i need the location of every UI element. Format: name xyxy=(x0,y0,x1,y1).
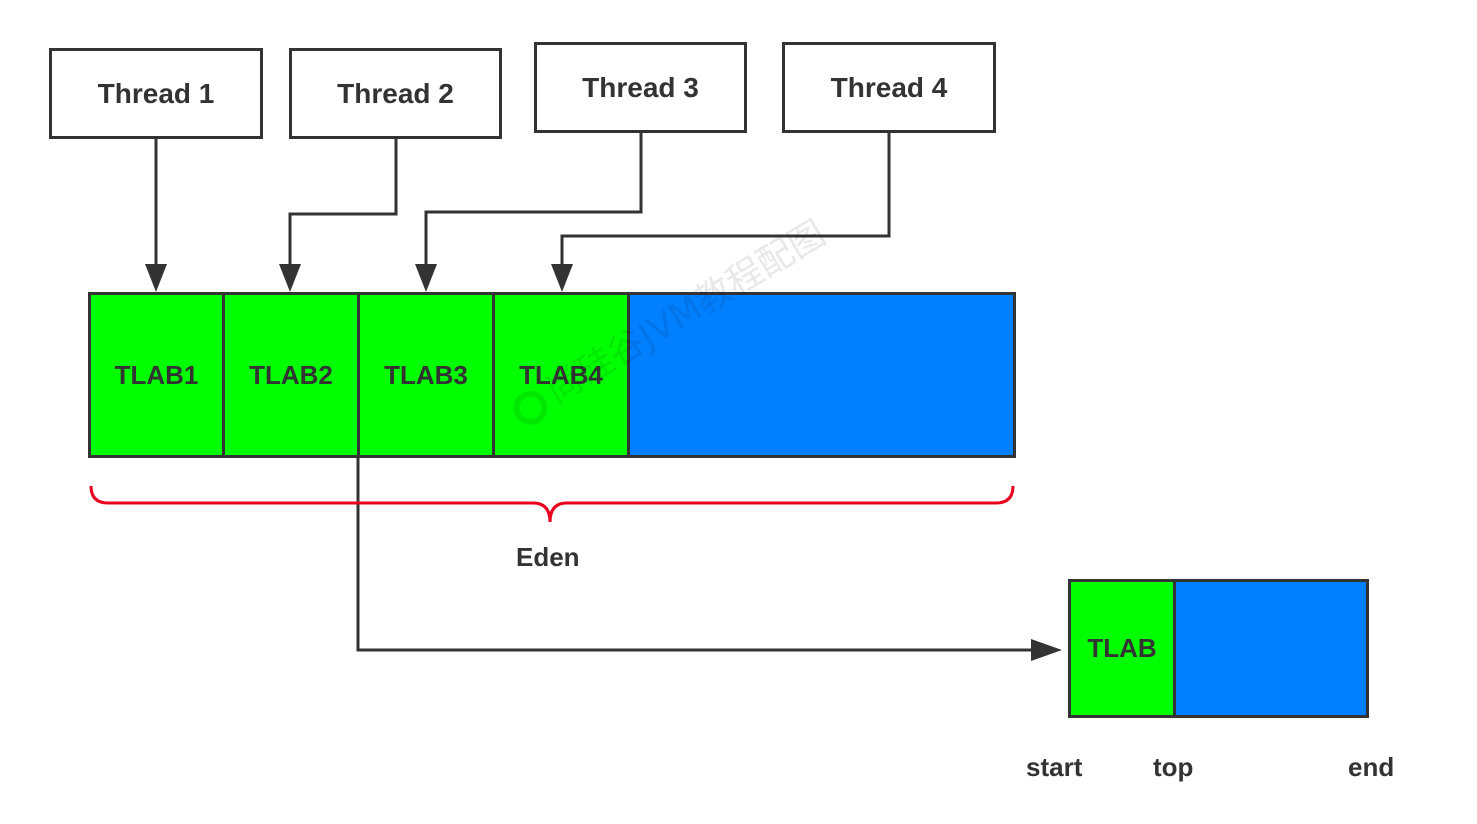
eden-brace xyxy=(89,485,1015,523)
detail-tlab-label: TLAB xyxy=(1087,633,1157,663)
thread-4-arrow-line xyxy=(560,133,891,266)
thread-4-box: Thread 4 xyxy=(782,42,996,133)
detail-tlab-cell: TLAB xyxy=(1068,579,1176,718)
tlab4-label: TLAB4 xyxy=(519,359,603,390)
thread-1-label: Thread 1 xyxy=(97,77,215,109)
detail-free-space xyxy=(1172,579,1369,718)
thread-3-arrow-head xyxy=(415,264,437,292)
tlab1-cell: TLAB1 xyxy=(88,292,225,458)
tlab2-cell: TLAB2 xyxy=(222,292,360,458)
eden-free-space xyxy=(627,292,1016,458)
thread-2-box: Thread 2 xyxy=(289,48,502,139)
thread-3-arrow-line xyxy=(424,133,643,266)
thread-3-label: Thread 3 xyxy=(582,71,699,103)
thread-2-label: Thread 2 xyxy=(337,77,454,109)
thread-4-label: Thread 4 xyxy=(830,71,948,103)
detail-arrow-line xyxy=(356,458,1035,652)
start-marker-label: start xyxy=(1026,752,1083,782)
tlab4-cell: TLAB4 xyxy=(492,292,630,458)
end-marker-label: end xyxy=(1348,752,1395,782)
tlab1-label: TLAB1 xyxy=(114,359,199,390)
eden-label: Eden xyxy=(516,542,580,572)
detail-arrow-head xyxy=(1031,639,1062,661)
thread-3-box: Thread 3 xyxy=(534,42,747,133)
thread-1-arrow-head xyxy=(145,264,167,292)
thread-4-arrow-head xyxy=(551,264,573,292)
tlab3-label: TLAB3 xyxy=(384,359,468,390)
thread-1-box: Thread 1 xyxy=(49,48,263,139)
top-marker-label: top xyxy=(1153,752,1194,782)
tlab2-label: TLAB2 xyxy=(249,359,333,390)
tlab3-cell: TLAB3 xyxy=(357,292,495,458)
thread-2-arrow-line xyxy=(288,139,398,266)
thread-2-arrow-head xyxy=(279,264,301,292)
